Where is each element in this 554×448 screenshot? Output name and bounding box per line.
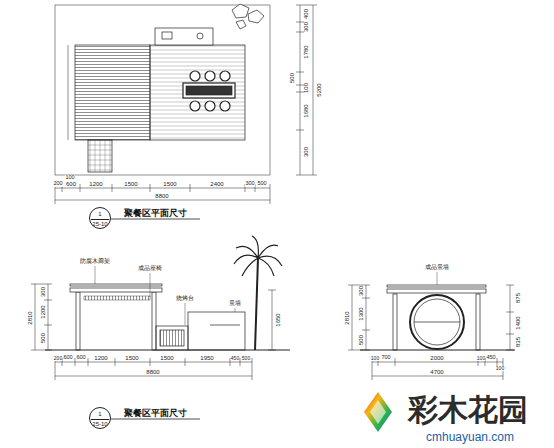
dimension-label: 1300	[358, 307, 364, 320]
dimension-label: 500	[242, 356, 250, 361]
dimension-label: 300	[358, 286, 364, 296]
detail-callout: 1 25-10	[89, 407, 111, 429]
dimension-label: 300	[303, 147, 309, 157]
dimension-label: 8800	[155, 193, 168, 199]
dimension-label: 600	[76, 355, 85, 361]
dimension-label: 景墙	[229, 301, 241, 307]
dimension-label: 聚餐区平面尺寸	[124, 209, 187, 218]
dimension-label: 300	[40, 287, 46, 297]
dimension-label: 1200	[40, 305, 46, 318]
dimension-label: 2810	[27, 311, 33, 324]
dimension-label: 835	[515, 337, 521, 347]
watermark-text: 彩木花园	[408, 395, 528, 425]
detail-number: 1	[90, 411, 110, 417]
dimension-label: 成品座椅	[138, 266, 162, 272]
callout-divider	[91, 419, 109, 420]
dimension-label: 600	[63, 355, 72, 361]
dimension-label: 聚餐区平面尺寸	[124, 409, 187, 418]
detail-number: 1	[90, 211, 110, 217]
logo-mark	[364, 392, 392, 432]
dimension-label: 100	[303, 83, 309, 93]
dimension-label: 500	[289, 73, 295, 83]
dimension-label: 875	[515, 293, 521, 303]
dimension-label: 600	[66, 181, 76, 187]
dimension-label: 300	[245, 181, 254, 187]
dimension-label: 700	[381, 355, 390, 361]
dimension-label: 防腐木廊架	[80, 259, 110, 265]
dimension-label: 200	[54, 356, 62, 361]
dimension-label: 5200	[316, 83, 322, 96]
dimension-label: 1950	[200, 355, 213, 361]
dimension-label: 100	[477, 356, 485, 361]
dimension-label: 1780	[303, 45, 309, 58]
dimension-label: 100	[65, 175, 74, 181]
dimension-label: 1500	[160, 355, 173, 361]
dimension-label: 450	[486, 355, 495, 361]
dimension-label: 500	[358, 335, 364, 345]
dimension-label: 450	[231, 356, 239, 361]
dimension-label: 1400	[515, 316, 521, 329]
dimension-label: 400	[303, 9, 309, 19]
dimension-label: 1650	[275, 313, 281, 326]
dimension-label: 500	[40, 333, 46, 343]
dimension-label: 2000	[430, 355, 443, 361]
dimension-label: 1500	[124, 181, 137, 187]
dimension-label: 1680	[303, 104, 309, 117]
callout-divider	[91, 219, 109, 220]
dimension-label: 1200	[94, 355, 107, 361]
sheet-number: 25-10	[90, 221, 110, 227]
dimension-label: 1500	[163, 181, 176, 187]
dimension-label: 300	[303, 22, 309, 32]
watermark-text: cmhuayuan.com	[426, 431, 514, 443]
dimension-label: 500	[257, 181, 266, 187]
dimension-label: 1200	[89, 181, 102, 187]
dimension-label: 200	[53, 181, 62, 187]
sheet-number: 25-10	[90, 421, 110, 427]
dimension-label: 100	[371, 356, 379, 361]
dimension-label: 4700	[430, 369, 443, 375]
dimension-label: 2810	[344, 311, 350, 324]
dimension-label: 2400	[210, 181, 223, 187]
detail-callout: 1 25-10	[89, 207, 111, 229]
dimension-label: 8800	[146, 369, 159, 375]
dimension-label: 100	[496, 366, 504, 371]
dimension-label: 成品景墙	[425, 265, 449, 271]
dimension-label: 1500	[125, 355, 138, 361]
dimension-label: 烧烤台	[176, 296, 194, 302]
